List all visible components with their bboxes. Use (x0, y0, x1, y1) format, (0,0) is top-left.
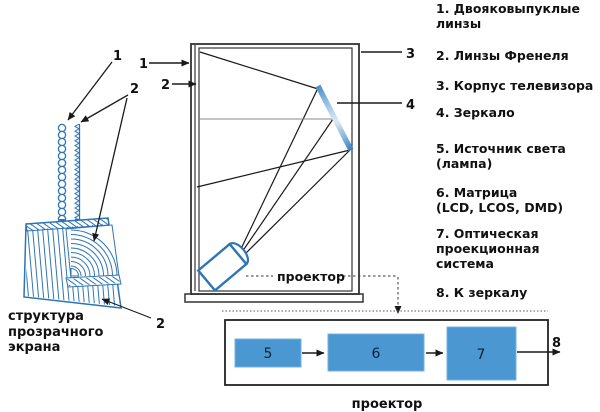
transparent-screen-panel (23, 217, 122, 309)
projector-leader-arrowhead (394, 306, 402, 314)
label-1-left: 1 (113, 49, 122, 64)
projector-diagram-caption: проектор (352, 397, 423, 412)
mirror (315, 84, 354, 152)
legend-item-6: 6. Матрица (LCD, LCOS, DMD) (436, 185, 564, 215)
screen-structure-caption: структура прозрачного экрана (8, 309, 104, 355)
label-2-tv: 2 (161, 78, 170, 93)
label-2-bottom: 2 (156, 317, 165, 332)
panel-step-hatch (67, 276, 120, 286)
block-optics-number: 7 (477, 347, 486, 363)
ray-beam-top (238, 87, 319, 254)
legend-item-1: 1. Двояковыпуклые линзы (436, 1, 580, 31)
ray-reflected-top (199, 51, 319, 90)
legend-item-7: 7. Оптическая проекционная система (436, 226, 540, 271)
label-8-output: 8 (552, 336, 561, 351)
block-matrix (327, 333, 425, 372)
label-4-tv: 4 (406, 98, 415, 113)
callout-line-fresnel-arcs (92, 97, 128, 242)
tv-cross-section: проектор 1 2 3 4 (139, 43, 415, 314)
legend-item-8: 8. К зеркалу (436, 285, 528, 300)
legend-item-4: 4. Зеркало (436, 105, 515, 120)
label-2-left: 2 (130, 82, 139, 97)
legend-item-3: 3. Корпус телевизора (436, 78, 594, 93)
projector-leader (246, 275, 399, 306)
block-arrows (302, 348, 561, 357)
ray-reflected-bottom (196, 149, 351, 188)
projector-block-diagram: 5 6 7 8 проектор (224, 319, 561, 412)
tv-body-inner (198, 47, 353, 292)
ray-beam-mid (239, 118, 334, 256)
callout-line-fresnel-strip (80, 94, 129, 123)
callout-line-panel (101, 298, 152, 319)
block-lamp-number: 5 (264, 346, 273, 362)
label-3-tv: 3 (406, 47, 415, 62)
screen-structure-callouts (67, 61, 152, 319)
block-optics (446, 326, 517, 381)
block-matrix-number: 6 (372, 346, 381, 362)
light-rays (196, 51, 352, 258)
legend-item-5: 5. Источник света (лампа) (436, 141, 566, 171)
legend-item-2: 2. Линзы Френеля (436, 48, 569, 63)
projector-label: проектор (277, 269, 345, 284)
fresnel-strip (74, 123, 81, 226)
callout-line-lens (67, 61, 113, 121)
label-1-tv: 1 (139, 57, 148, 72)
ray-beam-bottom (241, 148, 352, 258)
fresnel-concentric-arcs (70, 229, 118, 277)
screen-layer-stack (57, 123, 81, 226)
fresnel-center (70, 267, 80, 277)
tv-callout-lines (149, 51, 402, 104)
tv-base (184, 293, 364, 303)
biconvex-lens-column (57, 123, 67, 226)
projector-unit (196, 242, 250, 293)
block-lamp (234, 338, 302, 368)
